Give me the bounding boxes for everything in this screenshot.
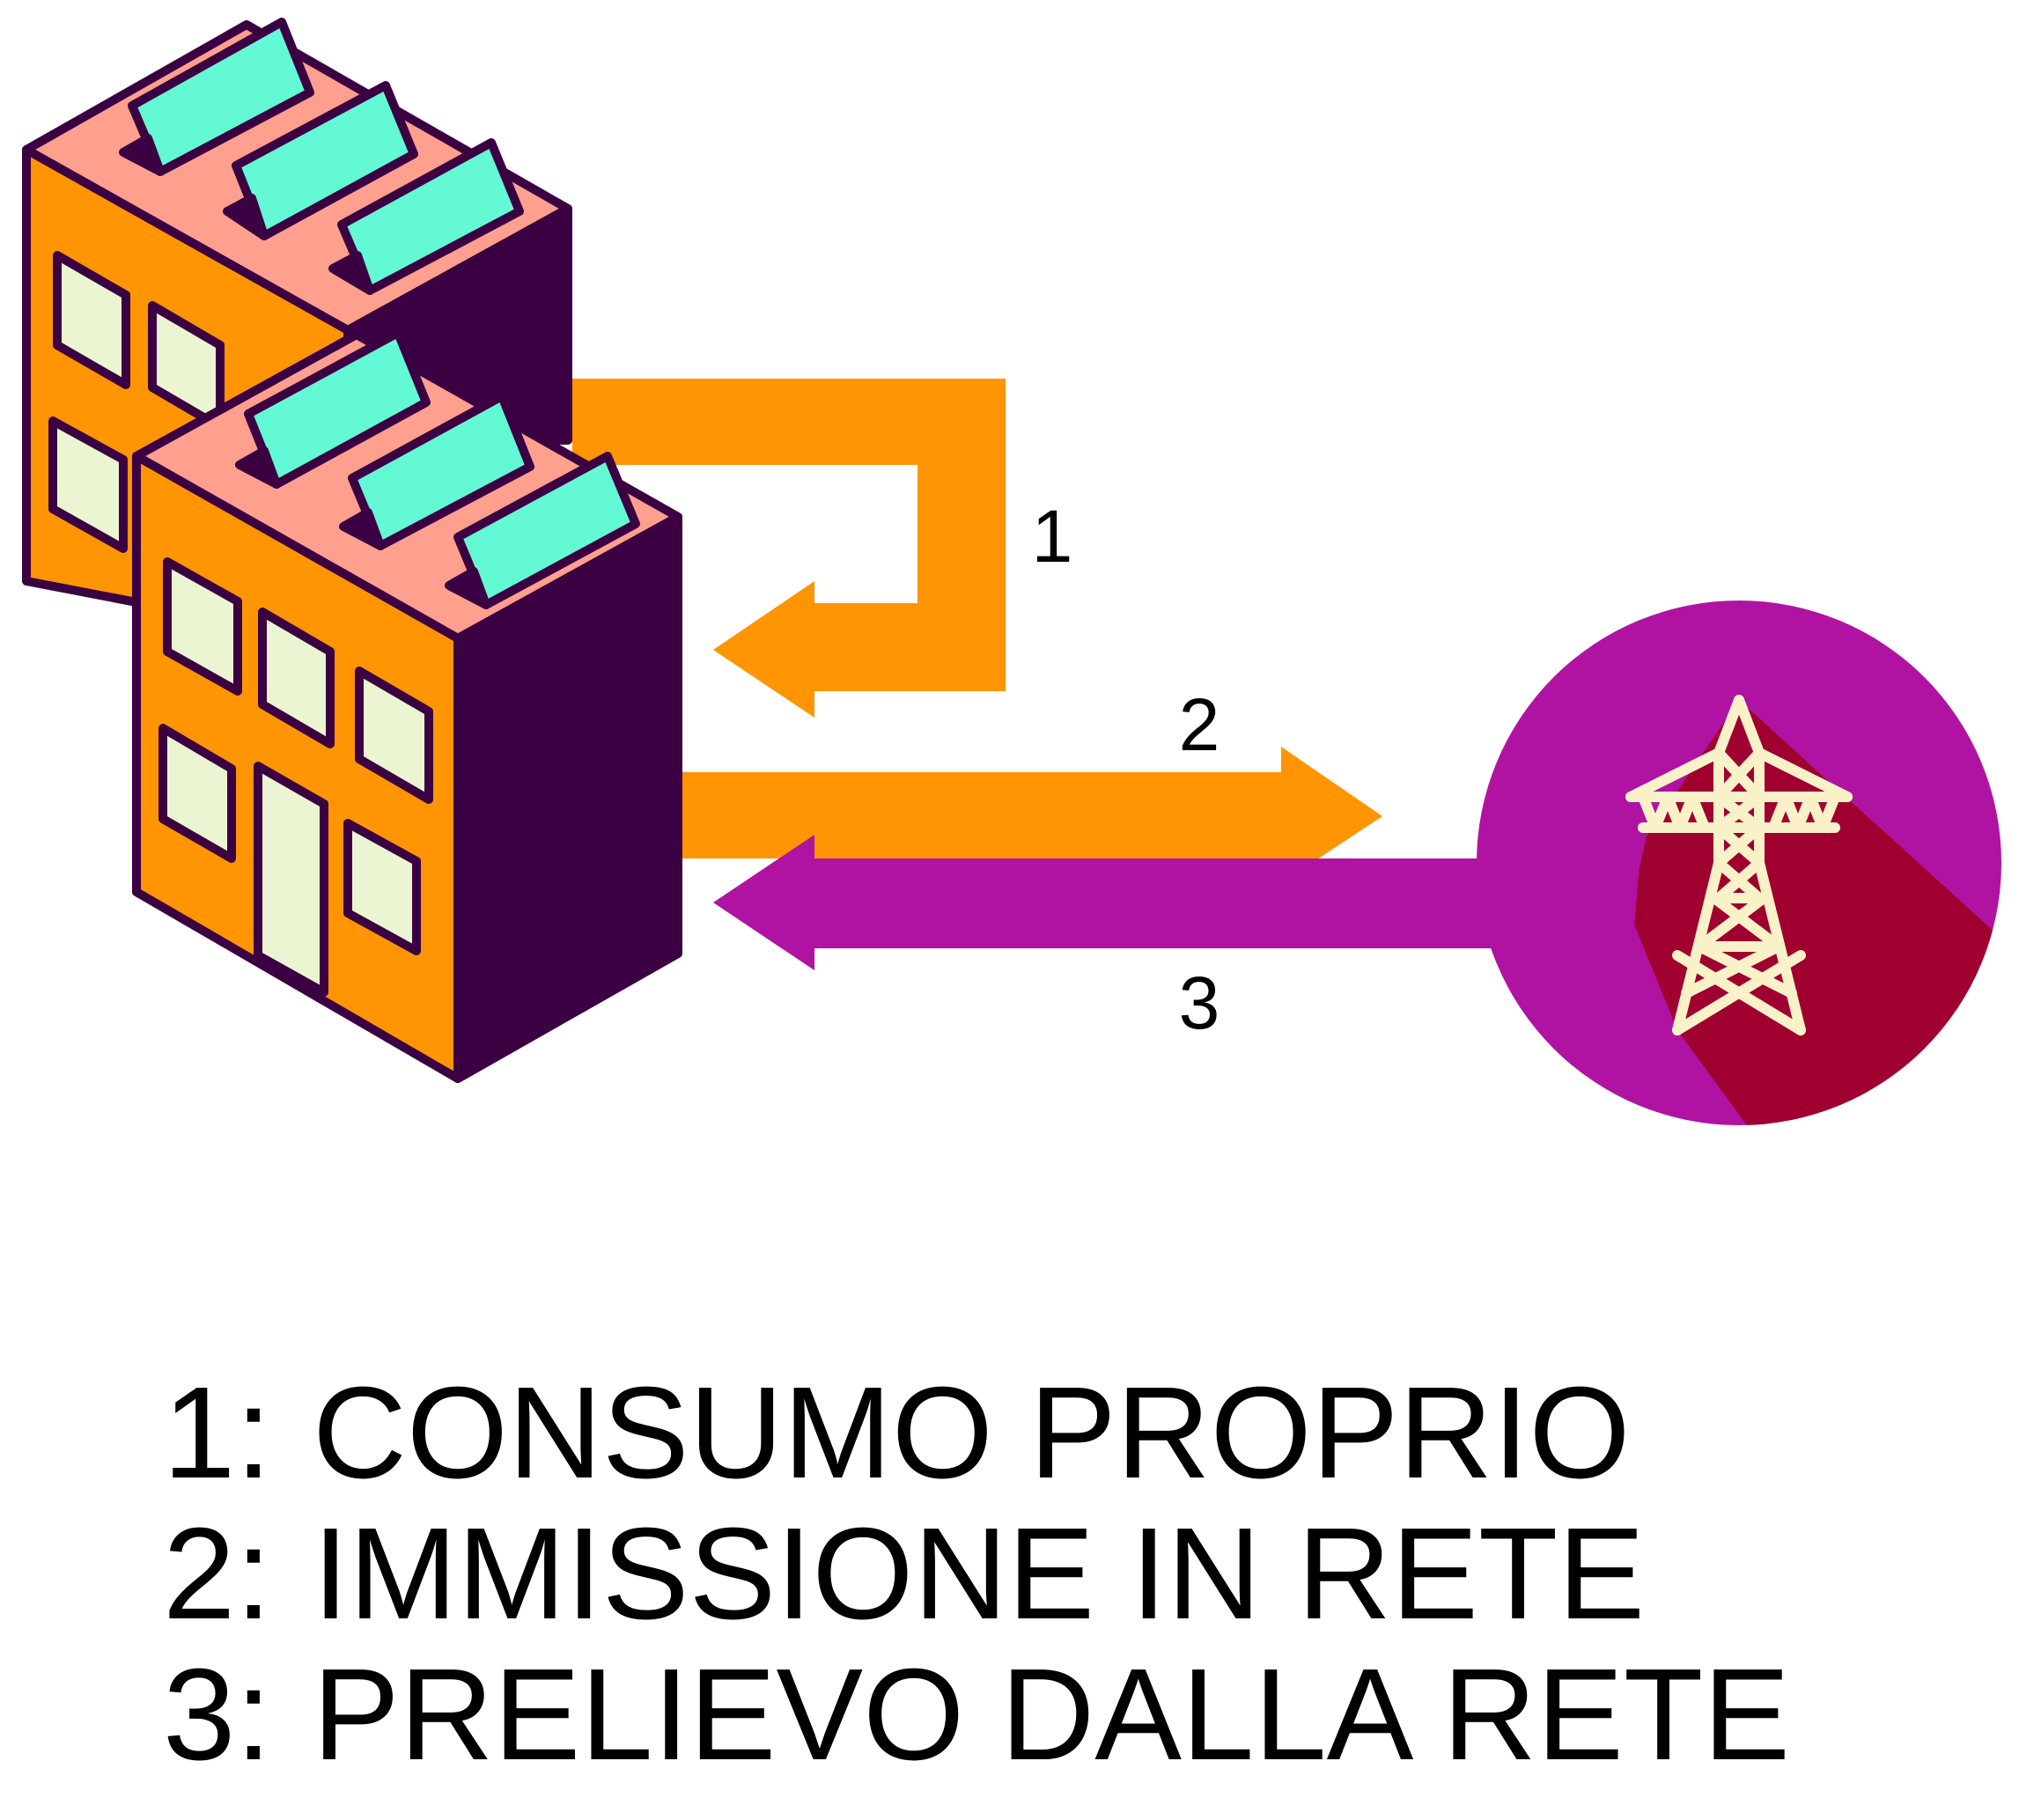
front-building-dark-side [453,512,682,1083]
window [163,557,242,696]
arrow-1-self-consumption [572,379,1006,718]
window [258,608,335,748]
legend-number: 2: [163,1501,272,1647]
panel-shadow [339,508,385,550]
electricity-pylon-icon [1625,695,1853,1035]
legend-label: CONSUMO PROPRIO [313,1360,1631,1506]
arrow-3-number: 3 [1179,962,1220,1044]
arrow-2-grid-injection [678,747,1382,883]
apartment-buildings-with-solar-panels-icon [22,18,682,1083]
front-building [132,328,682,1083]
legend-label: PRELIEVO DALLA RETE [313,1642,1791,1787]
legend-number: 3: [163,1642,272,1787]
window [355,667,433,804]
window [158,724,236,863]
legend-item-2: 2: IMMISSIONE IN RETE [163,1504,1790,1645]
grid-icon [1477,601,2001,1125]
arrow-1-number: 1 [1032,495,1073,578]
panel-shadow [223,194,269,240]
window [48,416,128,553]
panel-shadow [235,446,281,489]
panel-shadow [119,134,165,176]
window [343,819,421,955]
legend: 1: CONSUMO PROPRIO 2: IMMISSIONE IN RETE… [163,1363,1790,1786]
arrow-2-number: 2 [1179,683,1220,766]
panel-shadow [328,251,374,295]
panel-shadow [445,567,490,609]
arrow-3-grid-withdrawal [713,835,1492,970]
legend-number: 1: [163,1360,272,1506]
legend-label: IMMISSIONE IN RETE [313,1501,1646,1647]
door [254,762,328,997]
window [53,251,130,389]
legend-item-1: 1: CONSUMO PROPRIO [163,1363,1790,1504]
legend-item-3: 3: PRELIEVO DALLA RETE [163,1645,1790,1786]
